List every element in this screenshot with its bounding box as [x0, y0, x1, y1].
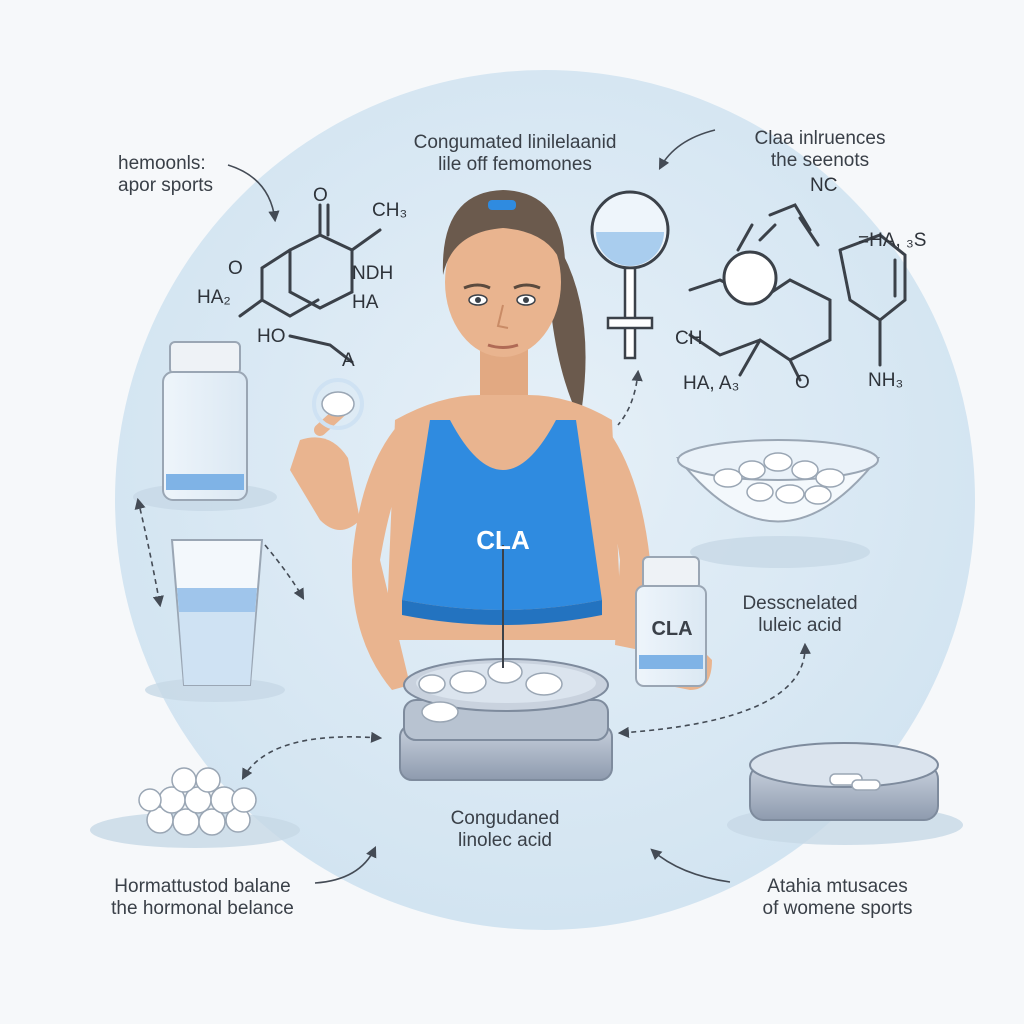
label-mid-right-line2: luleic acid [758, 615, 842, 636]
label-top-right-line2: the seenots [770, 150, 870, 171]
flow-arrows [134, 129, 811, 884]
pill-dish-icon [727, 742, 963, 845]
label-mid-right: Desscnelated luleic acid [725, 593, 875, 637]
pill-dish-stack-center [399, 545, 613, 781]
label-bottom-left-line2: the hormonal belance [111, 898, 294, 919]
chem-left-ha: HA [352, 292, 379, 313]
label-bottom-center: Congudaned linolec acid [430, 808, 580, 852]
label-bottom-right: Atahia mtusaces of womene sports [745, 876, 930, 920]
pill-pile-icon [90, 767, 300, 848]
label-bottom-left: Hormattustod balane the hormonal belance [95, 876, 310, 920]
label-top-center-line2: lile off femomones [438, 154, 592, 175]
athlete-woman [290, 190, 712, 690]
label-top-left-line1: hemoonls: [118, 153, 206, 174]
label-mid-right-line1: Desscnelated [742, 593, 858, 614]
chemical-structure-right [688, 203, 907, 382]
pill-bowl-icon [675, 439, 881, 568]
bottle-label-text: CLA [651, 618, 693, 640]
chem-left-ndh: NDH [352, 263, 394, 284]
chem-left-a: A [342, 350, 355, 371]
chem-right-nh3: NH₃ [868, 370, 904, 391]
pill-icon [312, 378, 364, 430]
label-top-right-line1: Claa inlruences [754, 128, 886, 149]
label-top-left-line2: apor sports [118, 175, 214, 196]
chem-left-ho: HO [257, 326, 286, 347]
label-bottom-right-line1: Atahia mtusaces [767, 876, 908, 897]
label-top-left: hemoonls: apor sports [118, 153, 213, 197]
chem-right-ch: CH [675, 328, 703, 349]
label-bottom-right-line2: of womene sports [762, 898, 913, 919]
water-glass-icon [145, 539, 285, 702]
label-bottom-center-line2: linolec acid [458, 830, 552, 851]
chem-right-ha-s: =HA, ₃S [858, 230, 927, 251]
chemical-structure-left [238, 203, 382, 364]
chem-right-nc: NC [810, 175, 838, 196]
label-bottom-left-line1: Hormattustod balane [114, 876, 291, 897]
chem-left-o-left: O [228, 258, 243, 279]
label-top-right: Claa inlruences the seenots [735, 128, 905, 172]
chem-right-o: O [795, 372, 810, 393]
chem-left-ch3: CH₃ [372, 200, 408, 221]
supplement-jar-icon [133, 341, 277, 511]
shirt-logo-text: CLA [476, 525, 530, 555]
chem-left-o-top: O [313, 185, 328, 206]
chem-left-ha2: HA₂ [197, 287, 231, 308]
label-bottom-center-line1: Congudaned [450, 808, 560, 829]
label-top-center: Congumated linilelaanid lile off femomon… [385, 132, 645, 176]
female-symbol-icon [590, 190, 670, 360]
label-top-center-line1: Congumated linilelaanid [413, 132, 617, 153]
chem-right-ha-a: HA, A₃ [683, 373, 740, 394]
